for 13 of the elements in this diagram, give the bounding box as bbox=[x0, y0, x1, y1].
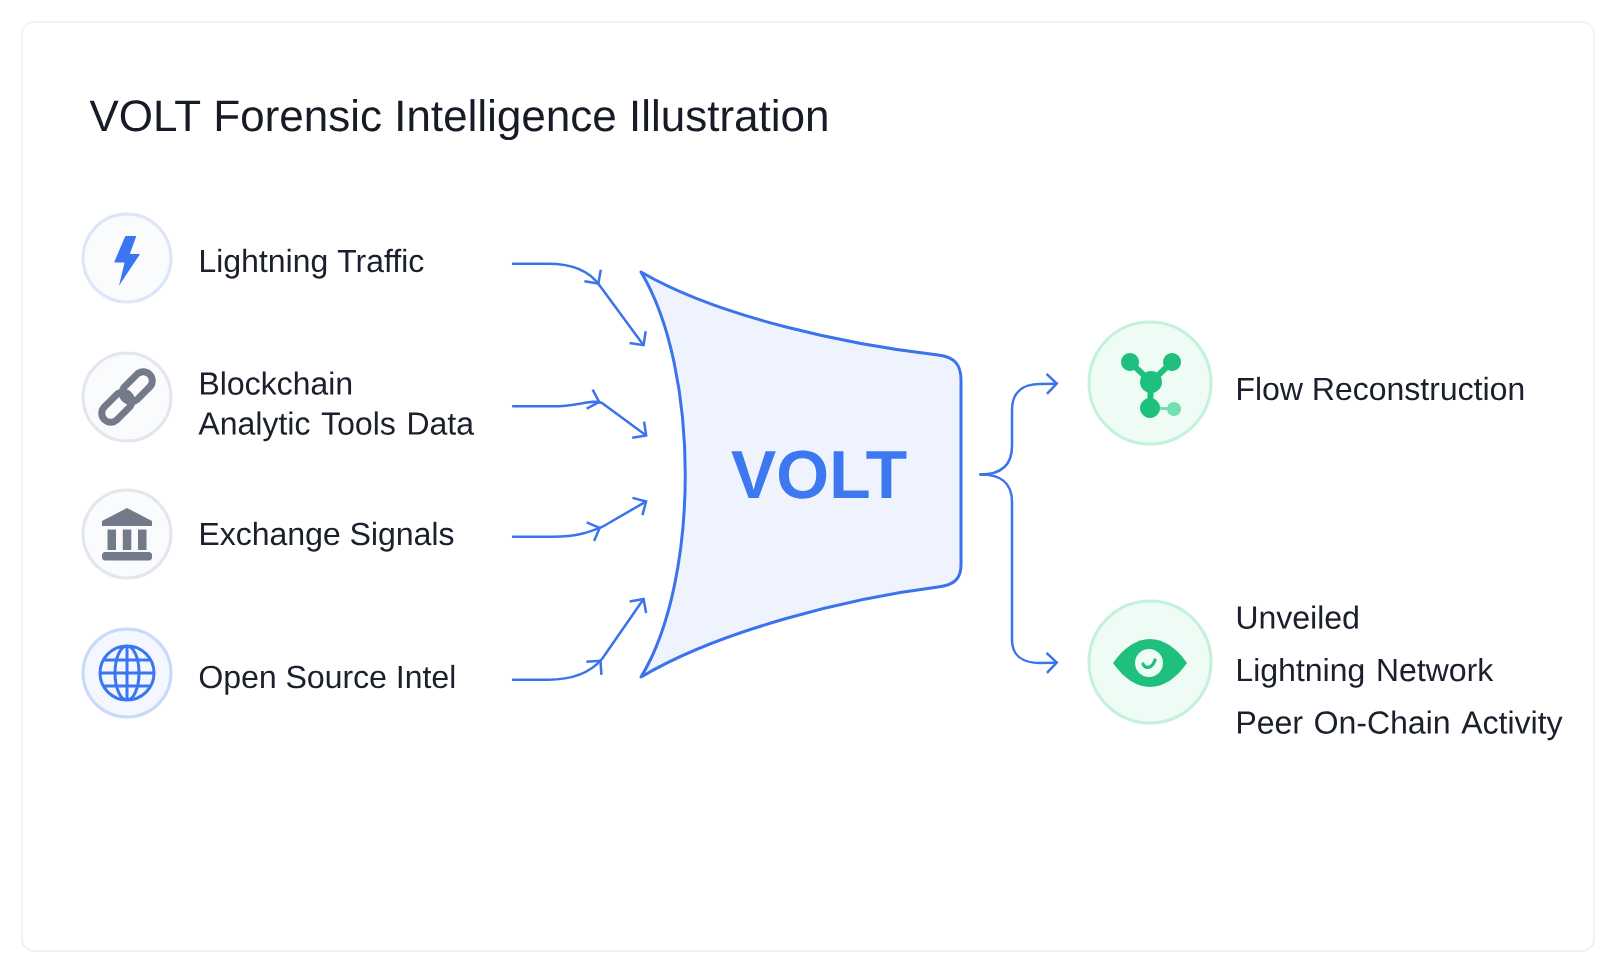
arrow bbox=[511, 389, 648, 439]
funnel-node: VOLT bbox=[639, 270, 963, 679]
input-label: Open Source Intel bbox=[199, 664, 455, 695]
title: VOLT Forensic Intelligence Illustration bbox=[89, 99, 827, 141]
arrow bbox=[511, 496, 648, 542]
input-label: Exchange Signals bbox=[201, 521, 454, 552]
output-label: Unveiled Lightning Network Peer On-Chain Activity bbox=[1237, 605, 1563, 741]
input-label: Lightning Traffic bbox=[201, 248, 424, 279]
arrow bbox=[979, 473, 1059, 674]
arrow bbox=[511, 262, 647, 347]
input-label: Blockchain Analytic Tools Data bbox=[198, 371, 474, 442]
output-label: Flow Reconstruction bbox=[1238, 376, 1524, 401]
arrow bbox=[511, 597, 648, 681]
